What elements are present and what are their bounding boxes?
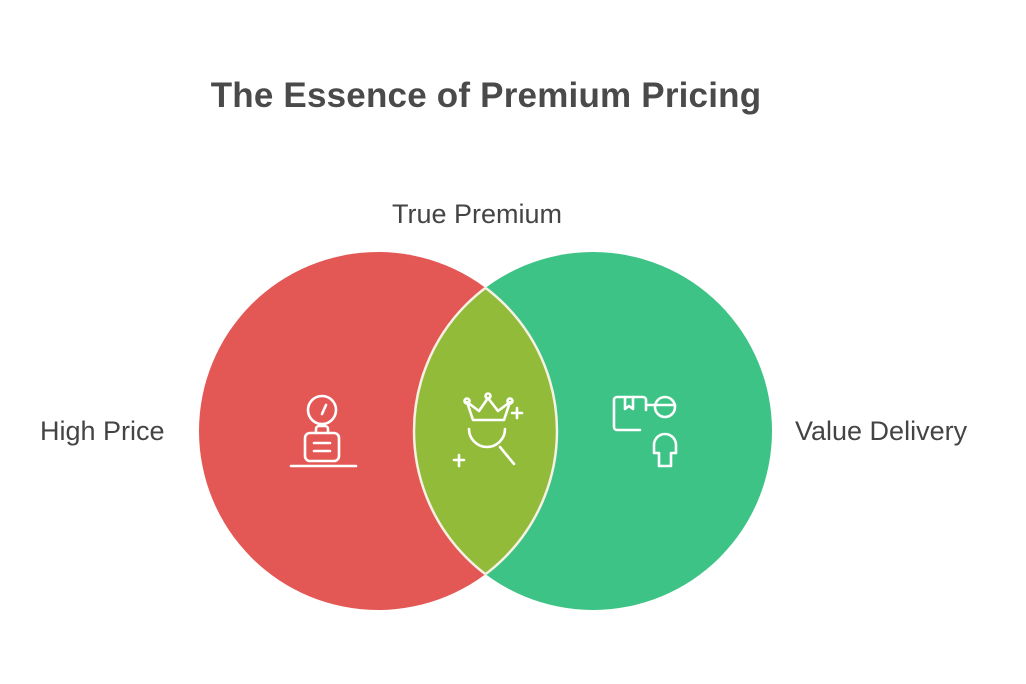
intersection-lens [414, 252, 557, 610]
price-tag-scale-icon [289, 394, 358, 468]
crown-search-icon [452, 392, 524, 468]
right-set-label: Value Delivery [795, 416, 968, 446]
intersection-label: True Premium [392, 199, 563, 229]
diagram-title: The Essence of Premium Pricing [210, 76, 762, 115]
delivery-person-icon [612, 395, 678, 468]
left-set-label: High Price [40, 416, 165, 446]
